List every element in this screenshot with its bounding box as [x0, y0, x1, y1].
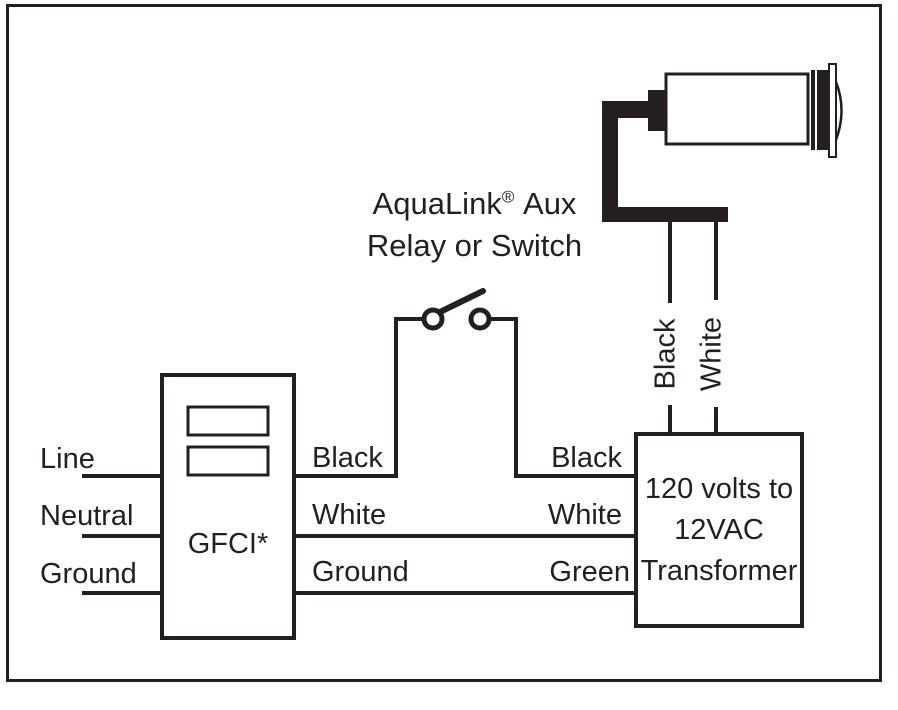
- gfci-outlet-slot-top: [186, 405, 270, 437]
- relay-aux-text: Aux: [523, 186, 577, 221]
- green-label-transformer-in: Green: [549, 556, 630, 588]
- transformer-box: [634, 432, 804, 628]
- relay-title-line2: Relay or Switch: [366, 228, 583, 263]
- relay-brand: AquaLink: [372, 186, 502, 221]
- registered-trademark-symbol: ®: [501, 187, 515, 207]
- switch-contact-left: [421, 307, 445, 331]
- light-fixture-body: [664, 72, 810, 146]
- ground-label-supply: Ground: [40, 558, 137, 590]
- neutral-label: Neutral: [40, 500, 134, 532]
- fixture-face-ring: [817, 70, 829, 150]
- gfci-label: GFCI*: [187, 528, 269, 560]
- fixture-rim-line: [811, 70, 815, 150]
- transformer-label-line1: 120 volts to: [644, 472, 794, 505]
- fixture-black-wire-label: Black: [649, 318, 682, 390]
- switch-arm: [437, 288, 486, 315]
- transformer-label: 120 volts to 12VAC Transformer: [636, 434, 802, 626]
- line-label: Line: [40, 443, 95, 475]
- fixture-white-wire-label: White: [695, 316, 728, 392]
- transformer-label-line2: 12VAC: [674, 513, 764, 546]
- fixture-lens-arc: [834, 81, 843, 141]
- ground-label-gfci-out: Ground: [312, 556, 409, 588]
- diagram-border: [6, 4, 882, 682]
- fixture-trim-plate: [828, 63, 837, 158]
- black-label-transformer-in: Black: [551, 442, 622, 474]
- gfci-outlet-slot-bottom: [186, 445, 270, 477]
- transformer-label-line3: Transformer: [640, 554, 798, 587]
- white-label-transformer-in: White: [547, 499, 622, 531]
- relay-title-line1: AquaLink® Aux: [352, 188, 597, 219]
- black-label-gfci-out: Black: [312, 442, 383, 474]
- white-label-gfci-out: White: [312, 499, 387, 531]
- switch-contact-right: [468, 307, 492, 331]
